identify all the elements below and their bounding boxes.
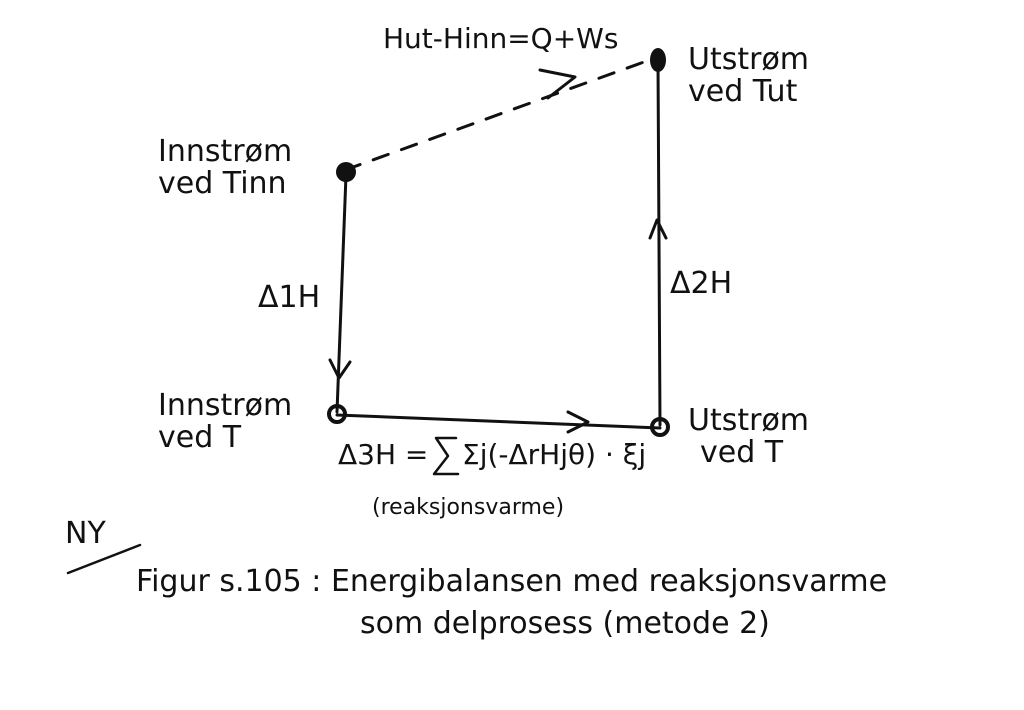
caption-line2: som delprosess (metode 2) [360, 605, 770, 641]
inflow-t-line2: ved T [158, 419, 242, 455]
edge-delta3 [335, 413, 662, 430]
delta3-equation-rhs: Σj(-ΔrHjθ) · ξj [462, 438, 647, 471]
inflow-tinn-line2: ved Tinn [158, 165, 287, 201]
node-outflow-tut-dot [650, 48, 666, 72]
sum-symbol [432, 436, 460, 476]
outflow-tut-line2: ved Tut [688, 73, 798, 109]
edge-delta1-arrowhead [328, 358, 352, 380]
delta3-note: (reaksjonsvarme) [372, 495, 565, 520]
node-outflow-tut-label: Utstrøm ved Tut [688, 44, 809, 107]
figure-caption: Figur s.105 : Energibalansen med reaksjo… [136, 566, 887, 639]
inflow-tinn-line1: Innstrøm [158, 134, 293, 169]
node-inflow-tinn-dot [336, 162, 356, 182]
edge-delta3-arrowhead [566, 410, 590, 434]
edge-delta2-arrowhead [648, 218, 668, 240]
node-outflow-t-label: Utstrøm ved T [688, 405, 809, 468]
ny-mark: NY [65, 516, 106, 551]
caption-line1: Figur s.105 : Energibalansen med reaksjo… [136, 564, 888, 599]
node-inflow-tinn-label: Innstrøm ved Tinn [158, 136, 292, 199]
inflow-t-line1: Innstrøm [158, 388, 293, 423]
dashed-arrowhead [538, 68, 577, 100]
dashed-path-q-ws [343, 56, 657, 172]
edge-delta2 [656, 60, 662, 427]
node-inflow-t-dot [327, 404, 347, 424]
outflow-t-line1: Utstrøm [688, 403, 810, 438]
ny-slash-underline [66, 543, 142, 575]
node-outflow-t-dot [650, 417, 670, 437]
outflow-t-line2: ved T [700, 434, 784, 470]
edge-delta1 [335, 173, 348, 414]
outflow-tut-line1: Utstrøm [688, 42, 810, 77]
delta2-label: Δ2H [670, 266, 733, 301]
delta1-label: Δ1H [258, 280, 321, 315]
node-inflow-t-label: Innstrøm ved T [158, 390, 292, 453]
top-equation: Hut-Hinn=Q+Ws [383, 22, 619, 55]
delta3-equation-lhs: Δ3H = [338, 438, 429, 471]
